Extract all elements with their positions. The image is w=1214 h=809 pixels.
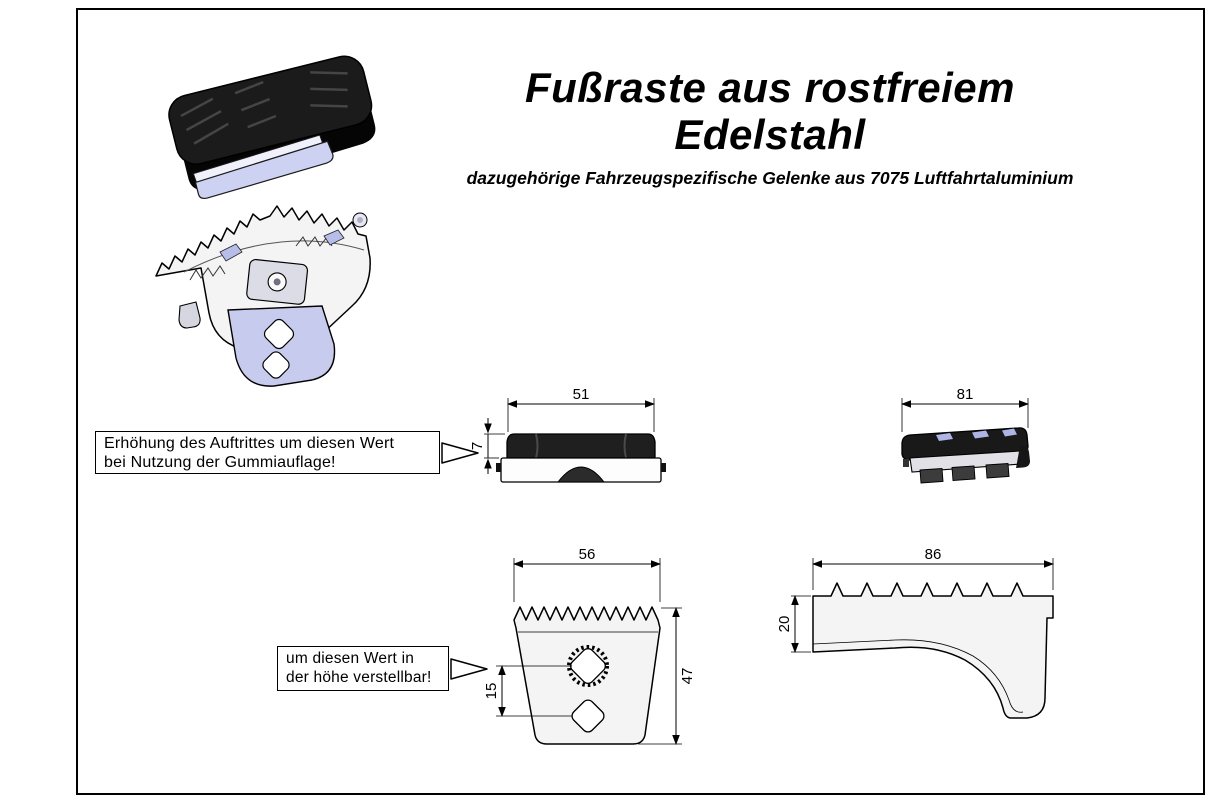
side-foot xyxy=(178,301,201,329)
footpeg-body xyxy=(155,205,371,387)
callout-height-adjust-line-2: der höhe verstellbar! xyxy=(286,669,432,686)
callout-height-adjust-line-1: um diesen Wert in xyxy=(286,650,415,667)
dim-20-label: 20 xyxy=(776,616,793,633)
page-title-line-2: Edelstahl xyxy=(674,111,866,158)
rubber-pad-assembly xyxy=(168,55,376,200)
pad-tread-pattern xyxy=(180,71,348,145)
dim-15-label: 15 xyxy=(483,683,500,700)
pad-side-part xyxy=(496,433,666,483)
page-title-line-1: Fußraste aus rostfreiem xyxy=(525,64,1015,111)
dim-81-label: 81 xyxy=(957,388,974,403)
drawing-pad-on-peg-view: 81 xyxy=(901,388,1030,484)
rubber-pad-top xyxy=(168,55,373,165)
dim-47-label: 47 xyxy=(679,668,696,685)
dim-7-label: 7 xyxy=(470,442,486,450)
adapter-plate-lavender xyxy=(194,140,334,200)
side-profile-part xyxy=(812,582,1054,719)
adjust-hole-lower xyxy=(571,699,605,733)
knurl-ring xyxy=(567,645,609,687)
dim-86-label: 86 xyxy=(925,548,942,563)
exploded-view-illustration xyxy=(155,55,376,387)
callout-rubber-pad-line-2: bei Nutzung der Gummiauflage! xyxy=(104,454,336,471)
accent-wedge-left xyxy=(219,243,243,262)
callout-rubber-pad: Erhöhung des Auftrittes um diesen Wert b… xyxy=(95,431,440,474)
title-block: Fußraste aus rostfreiem Edelstahl dazuge… xyxy=(420,64,1120,189)
center-mount-block xyxy=(246,258,309,305)
dim-51-label: 51 xyxy=(573,388,590,403)
front-plate-hole-upper xyxy=(263,318,295,350)
inner-rim-line xyxy=(183,240,365,273)
accent-wedge-right xyxy=(323,229,345,246)
adjust-hole-upper xyxy=(570,648,606,684)
front-plate-hole-lower xyxy=(262,351,290,379)
callout-rubber-pad-pointer-icon xyxy=(441,442,479,464)
drawing-side-profile-view: 86 20 xyxy=(776,548,1054,719)
page-subtitle: dazugehörige Fahrzeugspezifische Gelenke… xyxy=(466,168,1074,188)
front-view-part xyxy=(513,606,661,745)
drawing-front-view: 56 15 47 xyxy=(483,548,696,745)
callout-rubber-pad-line-1: Erhöhung des Auftrittes um diesen Wert xyxy=(104,435,395,452)
inner-teeth-left xyxy=(189,265,226,281)
callout-height-adjust-pointer-icon xyxy=(450,658,488,680)
callout-height-adjust: um diesen Wert in der höhe verstellbar! xyxy=(277,646,449,691)
pad-on-peg-part xyxy=(901,427,1030,484)
mount-arch xyxy=(556,466,606,483)
dim-56-label: 56 xyxy=(579,548,596,563)
drawing-pad-side-view: 51 7 xyxy=(470,388,666,483)
